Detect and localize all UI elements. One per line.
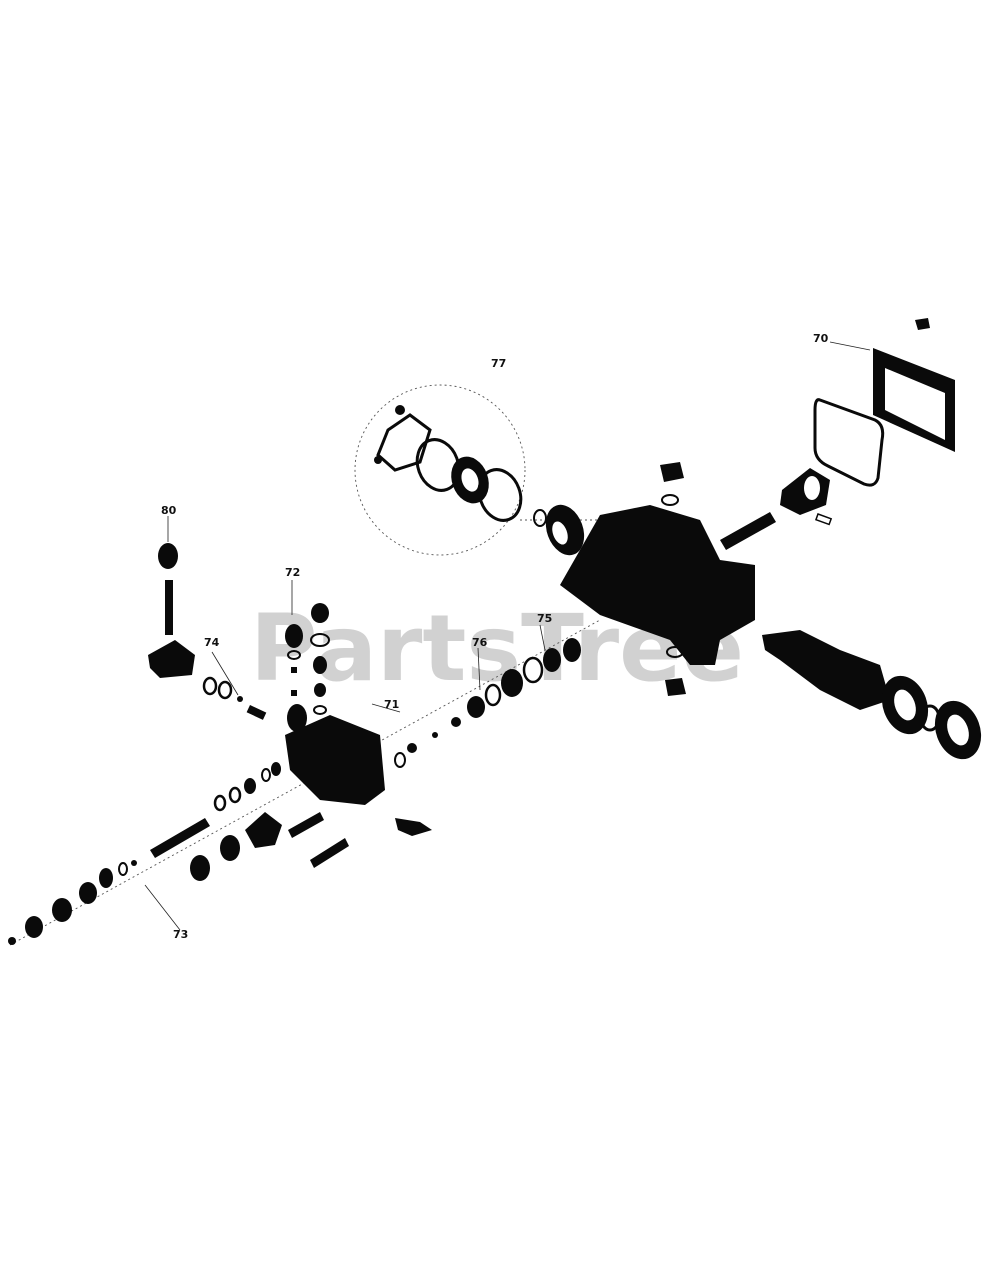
crankshaft[interactable] — [762, 630, 989, 766]
callout-75[interactable]: 75 — [537, 612, 552, 625]
unloader-80[interactable] — [148, 543, 267, 720]
callout-80[interactable]: 80 — [161, 504, 177, 517]
callouts: 70 71 72 73 74 75 76 77 80 — [161, 332, 829, 941]
part-77-assembly[interactable] — [374, 405, 528, 526]
bearing-housing[interactable] — [720, 468, 833, 550]
crankcase[interactable] — [533, 462, 755, 696]
rear-cover-70[interactable] — [813, 318, 955, 487]
leader-lines — [144, 341, 871, 931]
part-73-assembly[interactable] — [8, 762, 282, 945]
callout-77[interactable]: 77 — [491, 357, 506, 370]
callout-73[interactable]: 73 — [173, 928, 188, 941]
manifold-71[interactable] — [285, 704, 432, 868]
callout-76[interactable]: 76 — [472, 636, 488, 649]
group-outline-77 — [354, 384, 526, 556]
callout-72[interactable]: 72 — [285, 566, 300, 579]
callout-70[interactable]: 70 — [813, 332, 829, 345]
callout-71[interactable]: 71 — [384, 698, 399, 711]
seal-kit-75-76[interactable] — [394, 638, 581, 768]
valve-stack-72[interactable] — [285, 603, 330, 715]
callout-74[interactable]: 74 — [204, 636, 220, 649]
